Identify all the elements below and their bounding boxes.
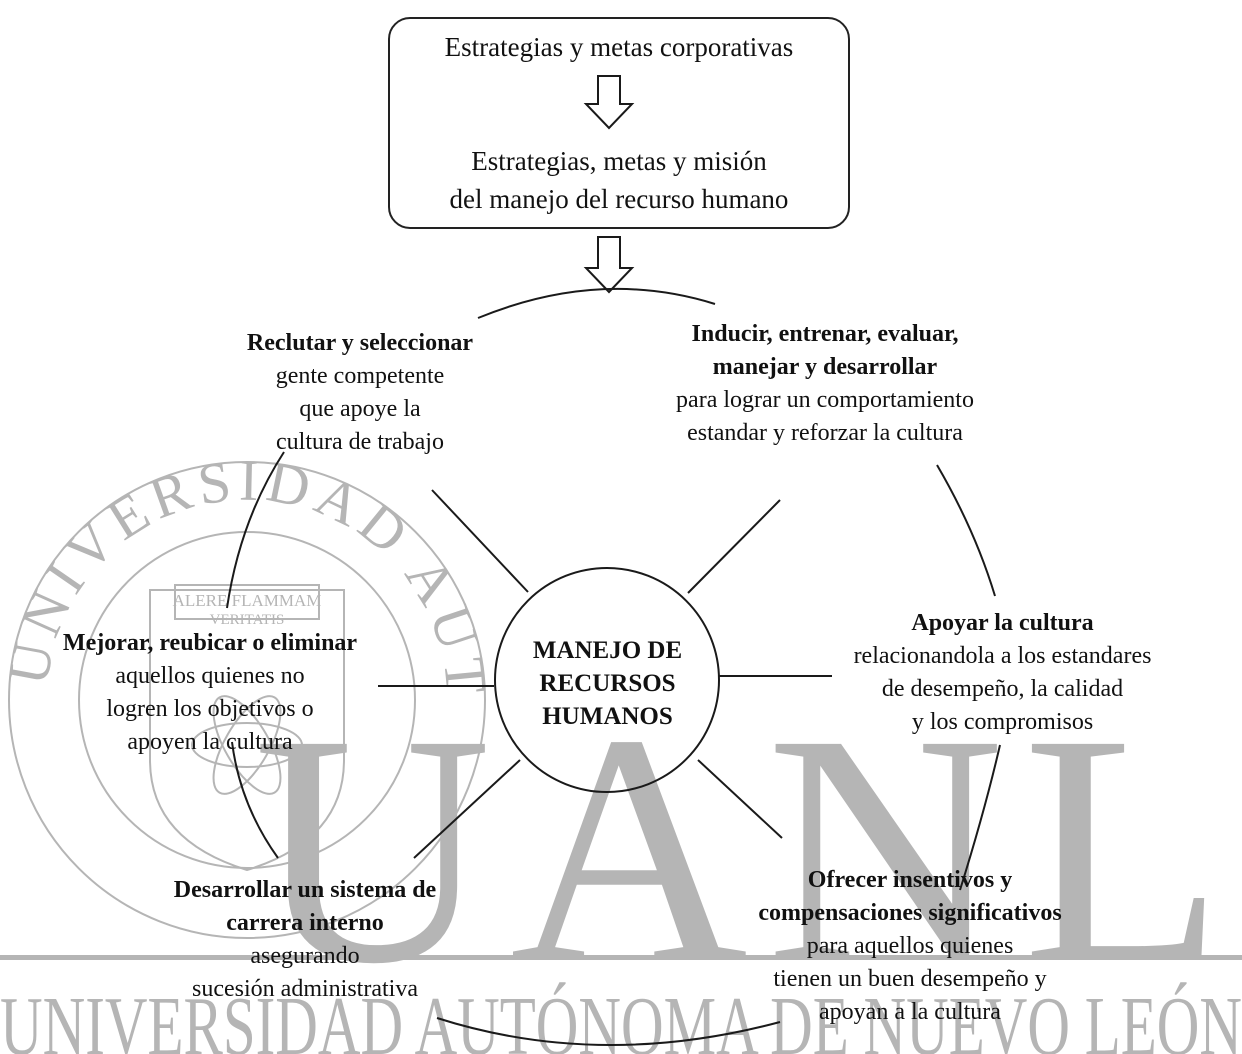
- uanl-big-letters: UANL: [253, 667, 1242, 1032]
- cycle-arc: [231, 741, 279, 859]
- node-inducir-title: Inducir, entrenar, evaluar,: [691, 321, 959, 347]
- center-circle: [494, 567, 720, 793]
- corporate-strategy-label: Estrategias y metas corporativas: [444, 32, 794, 62]
- seal-outer-ring: [8, 461, 486, 939]
- watermark-bottom-text: UNIVERSIDAD AUTÓNOMA DE NUEVO LEÓN: [0, 980, 1242, 1054]
- center-line3: HUMANOS: [542, 703, 673, 730]
- node-ofrecer-text: para aquellos quienes: [806, 933, 1014, 959]
- seal-banner-line2: VERITATIS: [210, 612, 285, 628]
- seal-banner-line1: ALERE FLAMMAM: [173, 591, 322, 610]
- down-arrow-icon: [583, 75, 635, 130]
- corporate-strategy-box: [388, 17, 850, 229]
- node-reclutar-text: que apoye la: [299, 396, 421, 422]
- node-apoyar-text: y los compromisos: [911, 709, 1094, 735]
- watermark-rule: [0, 955, 1242, 960]
- node-inducir-title: manejar y desarrollar: [712, 354, 938, 380]
- node-ofrecer-text: tienen un buen desempeño y: [773, 966, 1047, 992]
- cycle-arc: [226, 451, 285, 609]
- node-desarrollar-title: carrera interno: [226, 910, 384, 936]
- node-ofrecer-title: Ofrecer insentivos y: [807, 867, 1013, 893]
- node-desarrollar-text: asegurando: [250, 943, 360, 969]
- node-apoyar-text: relacionandola a los estandares: [853, 643, 1152, 669]
- center-label: MANEJO DE RECURSOS HUMANOS: [495, 634, 720, 733]
- node-desarrollar-title: Desarrollar un sistema de: [173, 877, 437, 903]
- node-desarrollar: Desarrollar un sistema de carrera intern…: [140, 874, 470, 1006]
- node-ofrecer-title: compensaciones significativos: [758, 900, 1062, 926]
- spoke-reclutar: [431, 489, 529, 593]
- node-inducir-text: estandar y reforzar la cultura: [687, 420, 963, 446]
- hr-strategy-line1: Estrategias, metas y misión: [471, 146, 767, 176]
- cycle-arc: [477, 287, 716, 319]
- hr-strategy-line2: del manejo del recurso humano: [449, 184, 789, 214]
- seal-banner: [174, 584, 320, 620]
- spoke-inducir: [687, 499, 781, 594]
- node-mejorar-text: aquellos quienes no: [115, 663, 305, 689]
- node-reclutar-text: cultura de trabajo: [276, 429, 444, 455]
- node-reclutar-title: Reclutar y seleccionar: [246, 330, 474, 356]
- node-reclutar-text: gente competente: [275, 363, 445, 389]
- cycle-arc: [436, 1017, 781, 1047]
- node-apoyar: Apoyar la cultura relacionandola a los e…: [815, 607, 1190, 739]
- cycle-arc: [959, 744, 1001, 891]
- spoke-ofrecer: [697, 759, 783, 839]
- node-reclutar: Reclutar y seleccionar gente competente …: [210, 327, 510, 459]
- seal-shield: [149, 589, 345, 872]
- center-line1: MANEJO DE: [532, 637, 683, 664]
- center-line2: RECURSOS: [539, 670, 676, 697]
- cycle-arc: [936, 464, 996, 597]
- node-ofrecer-text: apoyan a la cultura: [819, 999, 1001, 1025]
- node-mejorar-text: logren los objetivos o: [106, 696, 314, 722]
- node-apoyar-text: de desempeño, la calidad: [881, 676, 1124, 702]
- node-apoyar-title: Apoyar la cultura: [911, 610, 1094, 636]
- node-ofrecer: Ofrecer insentivos y compensaciones sign…: [720, 864, 1100, 1029]
- down-arrow-icon: [583, 236, 635, 294]
- node-inducir-text: para lograr un comportamiento: [676, 387, 974, 413]
- node-inducir: Inducir, entrenar, evaluar, manejar y de…: [625, 318, 1025, 450]
- node-mejorar: Mejorar, reubicar o eliminar aquellos qu…: [25, 627, 395, 759]
- node-desarrollar-text: sucesión administrativa: [192, 976, 418, 1002]
- seal-inner-ring: [78, 531, 416, 869]
- node-mejorar-title: Mejorar, reubicar o eliminar: [62, 630, 358, 656]
- spoke-desarrollar: [413, 759, 521, 859]
- node-mejorar-text: apoyen la cultura: [127, 729, 293, 755]
